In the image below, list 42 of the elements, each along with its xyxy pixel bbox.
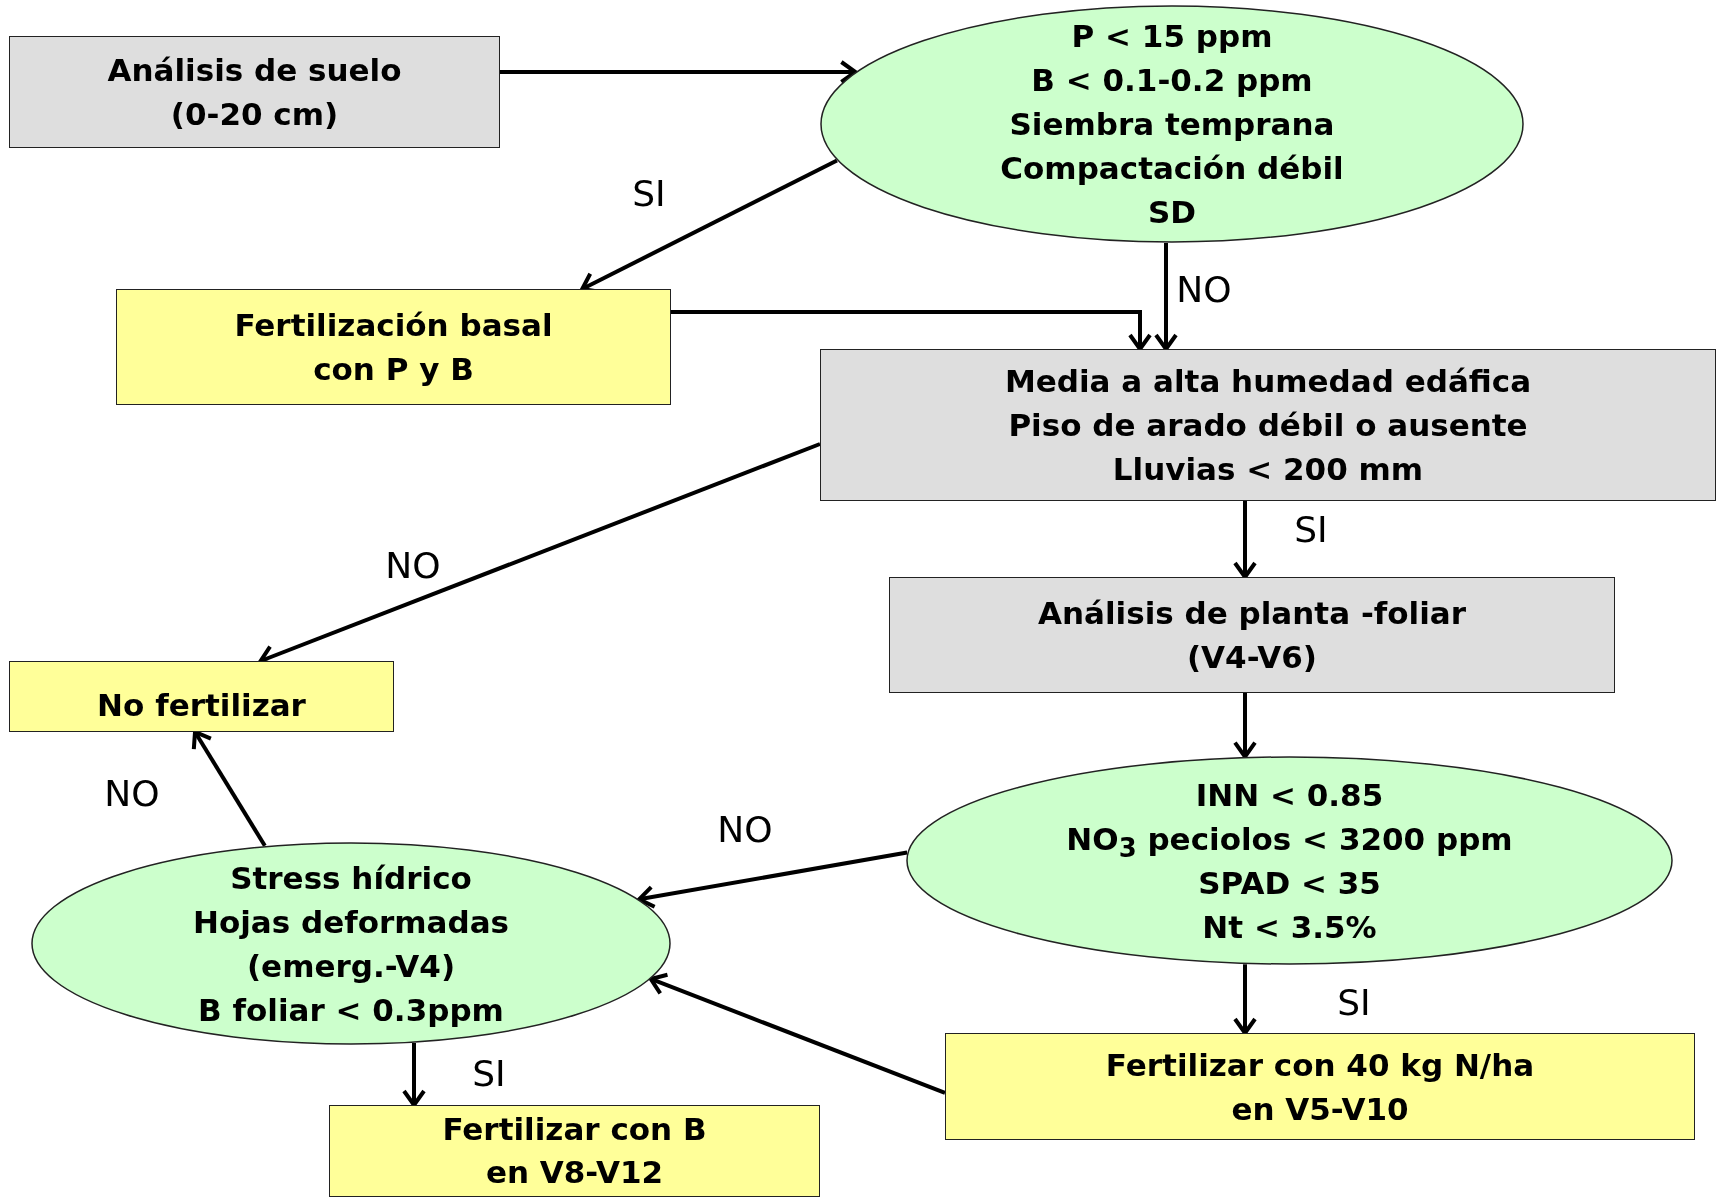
process-box xyxy=(945,1033,1695,1140)
arrow xyxy=(402,1043,426,1107)
process-box xyxy=(820,349,1716,501)
process-box xyxy=(9,36,500,148)
node-text: Media a alta humedad edáfica xyxy=(1004,362,1532,401)
node-text: SD xyxy=(1147,193,1197,232)
node-text: Fertilización basal con P y B xyxy=(233,306,554,389)
node-text: Nt < 3.5% xyxy=(1202,907,1377,947)
arrow xyxy=(1233,693,1257,759)
arrow xyxy=(671,310,1152,351)
process-box xyxy=(116,289,671,405)
node-text: Fertilizar con B en V8-V12 xyxy=(441,1110,708,1192)
node-text: P < 15 ppm xyxy=(1071,17,1273,56)
node-text: B < 0.1-0.2 ppm xyxy=(1031,61,1313,100)
process-box xyxy=(329,1105,820,1197)
arrow xyxy=(1233,501,1257,579)
node-text: B foliar < 0.3ppm xyxy=(198,990,504,1030)
node-text: Stress hídrico xyxy=(230,858,472,898)
decision-ellipse xyxy=(31,842,671,1045)
process-box xyxy=(889,577,1615,693)
arrow xyxy=(1154,243,1178,351)
decision-ellipse xyxy=(906,756,1673,965)
arrow xyxy=(1233,964,1257,1035)
node-text: Análisis de planta -foliar (V4-V6) xyxy=(1037,594,1467,677)
arrow xyxy=(637,850,908,909)
node-text: Siembra temprana xyxy=(1009,105,1335,144)
node-text: Fertilizar con 40 kg N/ha en V5-V10 xyxy=(1104,1045,1536,1129)
node-text: Piso de arado débil o ausente xyxy=(1008,406,1528,445)
node-text: INN < 0.85 xyxy=(1195,775,1384,815)
node-text: NO$_{3}$ peciolos < 3200 ppm xyxy=(1066,819,1513,861)
arrow xyxy=(500,60,858,84)
arrow xyxy=(648,972,946,1095)
node-text: (emerg.-V4) xyxy=(246,946,456,986)
node-text: Lluvias < 200 mm xyxy=(1112,450,1424,489)
process-box xyxy=(9,661,394,732)
node-text: SPAD < 35 xyxy=(1198,863,1381,903)
node-text: No fertilizar xyxy=(97,685,306,725)
decision-ellipse xyxy=(820,5,1524,243)
arrow xyxy=(191,730,267,847)
node-text: Hojas deformadas xyxy=(192,902,510,942)
node-text: Análisis de suelo (0-20 cm) xyxy=(106,51,403,134)
node-text: Compactación débil xyxy=(1000,149,1344,188)
